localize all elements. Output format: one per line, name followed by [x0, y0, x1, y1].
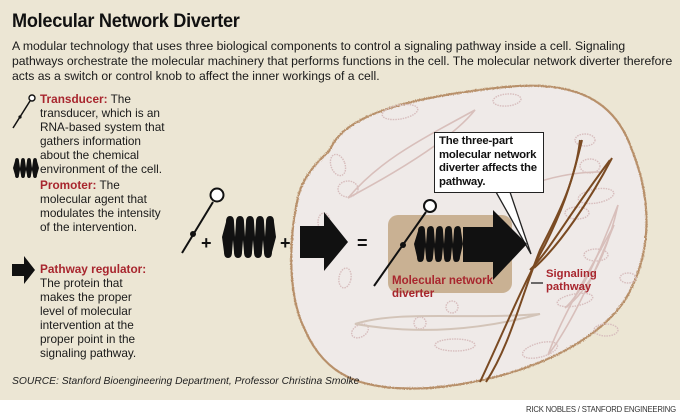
plus-sign: + [201, 233, 212, 253]
legend-description: The molecular agent that modulates the i… [40, 178, 161, 234]
equation-promoter-icon [222, 216, 276, 258]
equals-sign: = [357, 233, 368, 253]
plus-sign: + [280, 233, 291, 253]
equation-regulator-icon [300, 212, 348, 271]
pathway-regulator-icon [12, 256, 35, 284]
cell-diagram: + + = [12, 84, 648, 390]
promoter-icon [13, 158, 39, 178]
legend-term: Promoter: [40, 178, 97, 192]
legend-description: The protein that makes the proper level … [40, 276, 137, 360]
diverter-transducer-icon [373, 199, 437, 287]
legend-promoter: Promoter: The molecular agent that modul… [40, 178, 170, 234]
source-note: SOURCE: Stanford Bioengineering Departme… [12, 376, 360, 387]
transducer-icon [12, 94, 36, 129]
diverter-label: Molecular network diverter [392, 275, 493, 300]
diverter-promoter-icon [414, 226, 463, 262]
signaling-pathway-label: Signaling pathway [546, 268, 597, 293]
credit-line: RICK NOBLES / STANFORD ENGINEERING [526, 404, 676, 414]
diverter-regulator-icon [463, 210, 527, 280]
intro-paragraph: A modular technology that uses three bio… [12, 39, 673, 83]
page-title: Molecular Network Diverter [12, 10, 240, 32]
legend-transducer: Transducer: The transducer, which is an … [40, 92, 170, 176]
legend-description: The transducer, which is an RNA-based sy… [40, 92, 165, 176]
legend-term: Transducer: [40, 92, 108, 106]
signaling-pathway-helices [479, 139, 613, 383]
background-pathways [347, 109, 619, 356]
legend-pathway-regulator: Pathway regulator: The protein that make… [40, 262, 158, 360]
equation-transducer-icon [181, 187, 225, 254]
legend-term: Pathway regulator: [40, 262, 147, 276]
infographic-panel: + + = Molecular Network [0, 0, 680, 400]
callout-box: The three-part molecular network diverte… [434, 132, 544, 193]
